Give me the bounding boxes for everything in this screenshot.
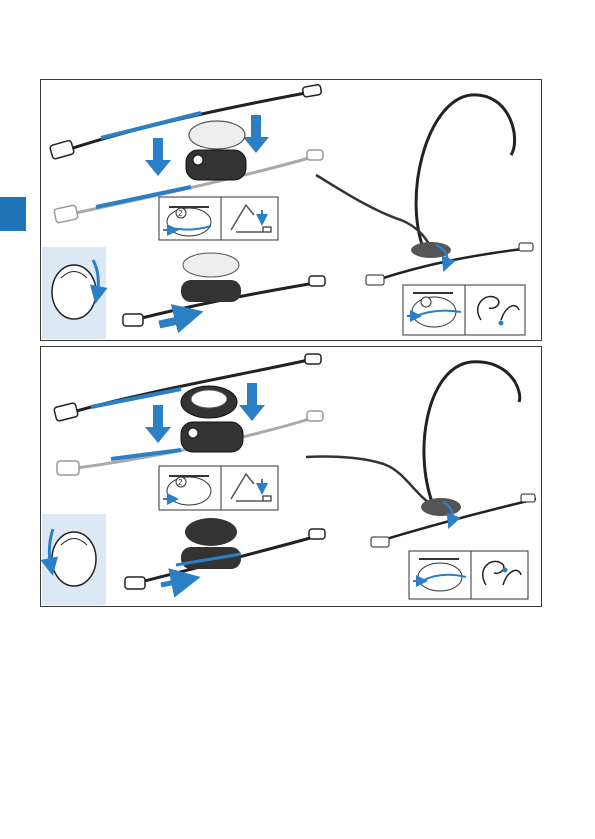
detail-hinge-inset bbox=[221, 197, 278, 240]
detail-clip-inset: 2 bbox=[159, 197, 221, 240]
head-rotation-illustration bbox=[42, 247, 106, 339]
cable-clip bbox=[186, 121, 246, 180]
headset-illustration bbox=[316, 95, 533, 285]
detail-clip-inset: 2 bbox=[159, 466, 221, 510]
cable-connector-top bbox=[49, 84, 321, 159]
head-rotation-illustration bbox=[42, 514, 106, 605]
cable-clip bbox=[181, 386, 243, 452]
detail-clip-inset-headset bbox=[409, 551, 471, 599]
cable-connector-bottom bbox=[123, 253, 325, 328]
chapter-side-tab bbox=[0, 197, 26, 231]
step-number: 2 bbox=[178, 478, 183, 487]
figure-bottom-illustration: 2 bbox=[41, 347, 541, 606]
step-number: 2 bbox=[178, 209, 183, 218]
detail-clip-inset-headset bbox=[403, 285, 465, 335]
figure-top-illustration: 2 bbox=[41, 80, 541, 340]
detail-ear-inset bbox=[465, 285, 525, 335]
detail-hinge-inset bbox=[221, 466, 278, 510]
cable-connector-bottom bbox=[125, 518, 325, 589]
figure-bottom: 2 bbox=[40, 346, 542, 607]
figure-top: 2 bbox=[40, 79, 542, 341]
headset-illustration bbox=[306, 362, 536, 547]
detail-ear-inset bbox=[471, 551, 528, 599]
